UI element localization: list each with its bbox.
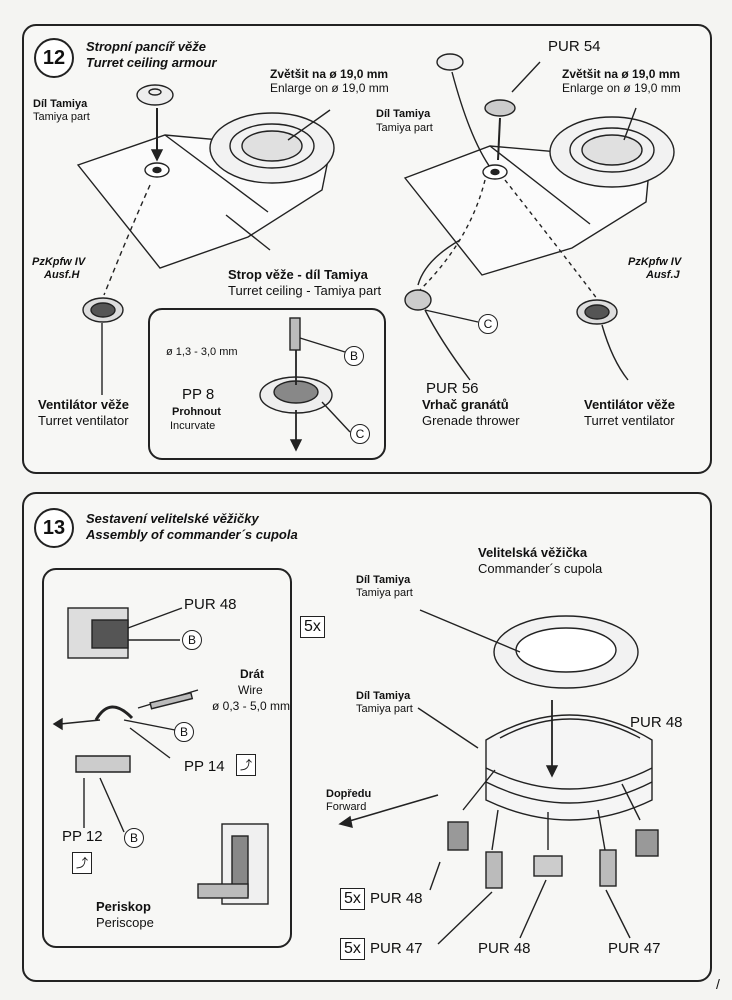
wire-diameter-13: ø 0,3 - 5,0 mm [212, 699, 291, 713]
pur-47-left-label: PUR 47 [370, 940, 423, 957]
grenade-thrower-cz: Vrhač granátů [422, 397, 509, 412]
tamiya-1-en: Tamiya part [356, 587, 413, 599]
tamiya-right-cz: Díl Tamiya [376, 108, 431, 120]
periscope-label: Periscope [96, 915, 154, 930]
step-13-title-cz: Sestavení velitelské věžičky [86, 511, 259, 526]
pur-48-bottom-label: PUR 48 [478, 940, 531, 957]
variant-h-label-2: Ausf.H [44, 269, 80, 281]
wire-rod [289, 317, 301, 351]
step-12-title-cz: Stropní pancíř věže [86, 39, 206, 54]
pur-47-right-label: PUR 47 [608, 940, 661, 957]
variant-h-label: PzKpfw IV [32, 256, 86, 268]
wire-diameter-label: ø 1,3 - 3,0 mm [166, 346, 238, 358]
tamiya-left-en: Tamiya part [33, 111, 90, 123]
page-mark: / [716, 976, 720, 992]
times-5-inset: 5x [300, 616, 325, 638]
pp14-bend-icon: ⤴ [236, 754, 257, 776]
tamiya-1-cz: Díl Tamiya [356, 574, 411, 586]
periscope-part-4 [599, 849, 617, 887]
prohnout-label: Prohnout [172, 406, 221, 418]
tamiya-right-en: Tamiya part [376, 122, 433, 134]
step-13-title-en: Assembly of commander´s cupola [86, 527, 298, 542]
grenade-thrower-en: Grenade thrower [422, 413, 520, 428]
times-5-b: 5x [340, 938, 365, 960]
vent-right-en: Turret ventilator [584, 413, 675, 428]
periscope-inset [42, 568, 292, 948]
cupola-title-en: Commander´s cupola [478, 561, 603, 576]
vent-left-en: Turret ventilator [38, 413, 129, 428]
turret-ceiling-cz: Strop věže - díl Tamiya [228, 267, 368, 282]
callout-c-grenade: C [478, 314, 498, 334]
enlarge-right-cz: Zvětšit na ø 19,0 mm [562, 67, 681, 81]
periscope-part-1 [447, 821, 469, 851]
enlarge-left-en: Enlarge on ø 19,0 mm [270, 81, 389, 95]
forward-en: Forward [326, 801, 367, 813]
pp-12-label: PP 12 [62, 828, 103, 845]
step-12-panel [22, 24, 712, 474]
wire-label-en: Wire [238, 683, 263, 697]
step-13-number: 13 [34, 508, 74, 548]
callout-b-1: B [182, 630, 202, 650]
periscope-part-2 [485, 851, 503, 889]
step-12-number: 12 [34, 38, 74, 78]
pur-56-label: PUR 56 [426, 380, 479, 397]
callout-b-3: B [124, 828, 144, 848]
variant-j-label-2: Ausf.J [646, 269, 680, 281]
callout-c-inset: C [350, 424, 370, 444]
pur-54-label: PUR 54 [548, 38, 601, 55]
cupola-title-cz: Velitelská věžička [478, 545, 588, 560]
tamiya-left-cz: Díl Tamiya [33, 98, 88, 110]
step-12-ventilator-inset [148, 308, 386, 460]
wire-label-cz: Drát [240, 667, 265, 681]
pur-48-top-label: PUR 48 [184, 596, 237, 613]
pp-14-label: PP 14 [184, 758, 225, 775]
vent-left-cz: Ventilátor věže [38, 397, 130, 412]
pur-48-right-label: PUR 48 [630, 714, 683, 731]
enlarge-left-cz: Zvětšit na ø 19,0 mm [270, 67, 389, 81]
tamiya-part-right [436, 53, 464, 71]
tamiya-2-en: Tamiya part [356, 703, 413, 715]
bracket-pp12 [75, 755, 131, 773]
periscope-part-3 [533, 855, 563, 877]
variant-j-label: PzKpfw IV [628, 256, 682, 268]
step-12-title-en: Turret ceiling armour [86, 55, 217, 70]
periskop-label: Periskop [96, 899, 151, 914]
vent-right-cz: Ventilátor věže [584, 397, 676, 412]
pp-8-label: PP 8 [182, 386, 215, 403]
enlarge-right-en: Enlarge on ø 19,0 mm [562, 81, 681, 95]
forward-cz: Dopředu [326, 788, 372, 800]
grenade-thrower [404, 289, 432, 311]
callout-b-2: B [174, 722, 194, 742]
periscope-guard [94, 705, 134, 721]
pp12-bend-icon: ⤴ [72, 852, 93, 874]
tamiya-2-cz: Díl Tamiya [356, 690, 411, 702]
callout-b-step12: B [344, 346, 364, 366]
step-12-illustration [76, 53, 675, 452]
pur-54-part [484, 99, 516, 117]
cupola-base [485, 714, 653, 821]
pur-48-bottom-left-label: PUR 48 [370, 890, 423, 907]
incurvate-label: Incurvate [170, 420, 216, 432]
times-5-a: 5x [340, 888, 365, 910]
wire-piece [149, 691, 194, 710]
turret-ceiling-en: Turret ceiling - Tamiya part [228, 283, 382, 298]
periscope-part-5 [635, 829, 659, 857]
